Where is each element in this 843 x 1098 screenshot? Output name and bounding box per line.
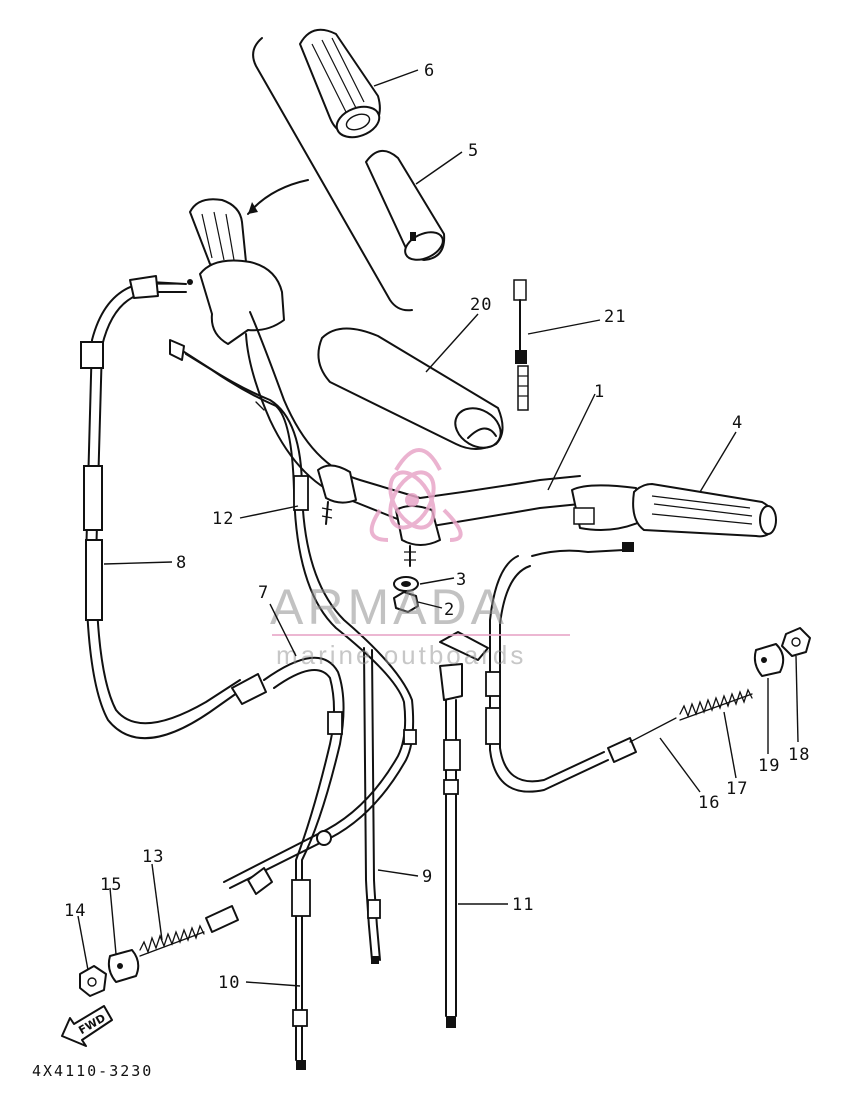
part-label-11: 11 (512, 895, 534, 915)
part-label-3: 3 (456, 570, 467, 590)
part-handlebar-1 (245, 311, 641, 531)
watermark-brand: ARMADA (270, 579, 508, 635)
part-cable-7 (263, 656, 345, 1070)
part-adjuster-15 (107, 949, 140, 983)
part-cable-11 (439, 631, 489, 1028)
part-spring-17 (679, 688, 753, 721)
part-label-14: 14 (64, 901, 86, 921)
part-adjuster-19 (753, 643, 785, 677)
part-label-18: 18 (788, 745, 810, 765)
part-label-13: 13 (142, 847, 164, 867)
part-nut-2 (393, 591, 419, 613)
part-left-grip (189, 198, 285, 345)
part-handlebar-pad-20 (317, 327, 504, 450)
part-label-10: 10 (218, 973, 240, 993)
part-holder-upper (317, 464, 441, 567)
part-grip-6 (299, 28, 381, 139)
part-spring-13 (139, 905, 239, 957)
part-label-7: 7 (258, 583, 269, 603)
part-label-12: 12 (212, 509, 234, 529)
watermark-logo (369, 448, 463, 542)
part-label-2: 2 (444, 600, 455, 620)
part-nut-14 (79, 965, 107, 997)
drawing-code: 4X4110-3230 (32, 1062, 153, 1080)
part-label-8: 8 (176, 553, 187, 573)
part-label-19: 19 (758, 756, 780, 776)
part-cable-16 (485, 542, 677, 793)
part-band-21 (513, 279, 529, 411)
watermark-tagline: marine outboards (276, 640, 526, 670)
part-label-15: 15 (100, 875, 122, 895)
part-label-6: 6 (424, 61, 435, 81)
inset-grip-detail (247, 37, 413, 312)
leader-lines (77, 69, 799, 987)
part-label-21: 21 (604, 307, 626, 327)
part-grip-4 (632, 483, 777, 538)
part-throttle-tube-5 (365, 150, 446, 261)
part-label-4: 4 (732, 413, 743, 433)
part-label-9: 9 (422, 867, 433, 887)
part-washer-3 (393, 576, 419, 592)
part-nut-18 (781, 627, 811, 657)
part-label-5: 5 (468, 141, 479, 161)
part-label-20: 20 (470, 295, 492, 315)
part-cable-8 (80, 275, 267, 740)
part-labels: 6 5 20 21 1 4 12 8 3 7 2 19 18 17 16 13 … (64, 61, 810, 993)
part-label-17: 17 (726, 779, 748, 799)
part-cable-12 (169, 339, 417, 895)
part-label-1: 1 (594, 382, 605, 402)
part-label-16: 16 (698, 793, 720, 813)
fwd-arrow-badge: FWD (61, 1005, 113, 1047)
part-cable-9 (363, 647, 381, 964)
